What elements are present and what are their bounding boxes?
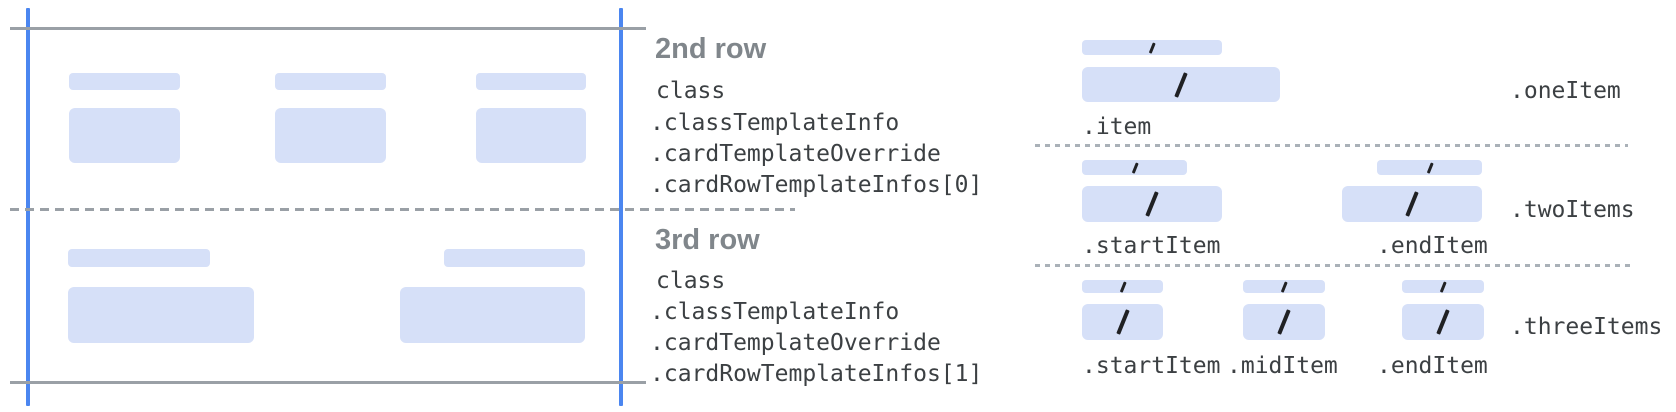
slash-icon <box>1131 161 1138 174</box>
section-divider-dotted-line <box>1035 264 1630 267</box>
top-rule <box>10 27 646 30</box>
slash-icon <box>1426 161 1433 174</box>
slash-icon <box>1436 309 1450 335</box>
row2-code-line: class <box>656 78 726 104</box>
two-items-row-label: .twoItems <box>1510 197 1635 223</box>
row2-code-line: .classTemplateInfo <box>650 110 900 136</box>
end-item-label: .endItem <box>1377 353 1488 379</box>
field-value-placeholder <box>68 287 254 343</box>
row2-code-line: .cardTemplateOverride <box>650 141 941 167</box>
field-label-placeholder <box>69 73 180 90</box>
slash-icon <box>1174 71 1188 98</box>
slash-icon <box>1119 280 1126 293</box>
mid-item-value-bar <box>1243 304 1325 340</box>
start-item-label-bar <box>1082 280 1163 293</box>
field-label-placeholder <box>476 73 586 90</box>
start-item-label-bar <box>1082 160 1187 175</box>
end-item-value-bar <box>1402 304 1484 340</box>
field-value-placeholder <box>275 108 386 163</box>
one-item-row-label: .oneItem <box>1510 78 1621 104</box>
row3-code-line: .classTemplateInfo <box>650 299 900 325</box>
field-label-placeholder <box>68 249 210 267</box>
row2-title: 2nd row <box>655 33 767 65</box>
right-guide-line <box>619 8 623 406</box>
field-value-placeholder <box>476 108 586 163</box>
bottom-rule <box>10 381 646 384</box>
slash-icon <box>1145 191 1159 217</box>
slash-icon <box>1115 309 1130 335</box>
start-item-value-bar <box>1082 186 1222 222</box>
item-label: .item <box>1082 114 1152 140</box>
field-label-placeholder <box>444 249 585 267</box>
slash-icon <box>1439 280 1447 293</box>
field-label-placeholder <box>275 73 386 90</box>
row3-code-line: .cardTemplateOverride <box>650 330 941 356</box>
end-item-label: .endItem <box>1377 233 1488 259</box>
mid-item-label-bar <box>1243 280 1325 293</box>
mid-item-label: .midItem <box>1227 353 1338 379</box>
three-items-row-label: .threeItems <box>1510 314 1663 340</box>
end-item-value-bar <box>1342 186 1482 222</box>
start-item-value-bar <box>1082 304 1163 340</box>
item-value-bar <box>1082 67 1280 102</box>
field-value-placeholder <box>69 108 180 163</box>
slash-icon <box>1148 41 1156 54</box>
row-divider-dashed-line <box>10 208 795 211</box>
field-value-placeholder <box>400 287 585 343</box>
left-guide-line <box>26 8 30 406</box>
row3-code-line: class <box>656 268 726 294</box>
item-label-bar <box>1082 40 1222 55</box>
row3-title: 3rd row <box>655 224 760 256</box>
section-divider-dotted-line <box>1035 144 1628 147</box>
row3-code-line: .cardRowTemplateInfos[1] <box>650 361 983 387</box>
row2-code-line: .cardRowTemplateInfos[0] <box>650 172 983 198</box>
end-item-label-bar <box>1377 160 1482 175</box>
slash-icon <box>1405 191 1419 217</box>
start-item-label: .startItem <box>1082 233 1221 259</box>
slash-icon <box>1277 309 1291 335</box>
end-item-label-bar <box>1402 280 1484 293</box>
slash-icon <box>1280 280 1288 293</box>
start-item-label: .startItem <box>1082 353 1221 379</box>
